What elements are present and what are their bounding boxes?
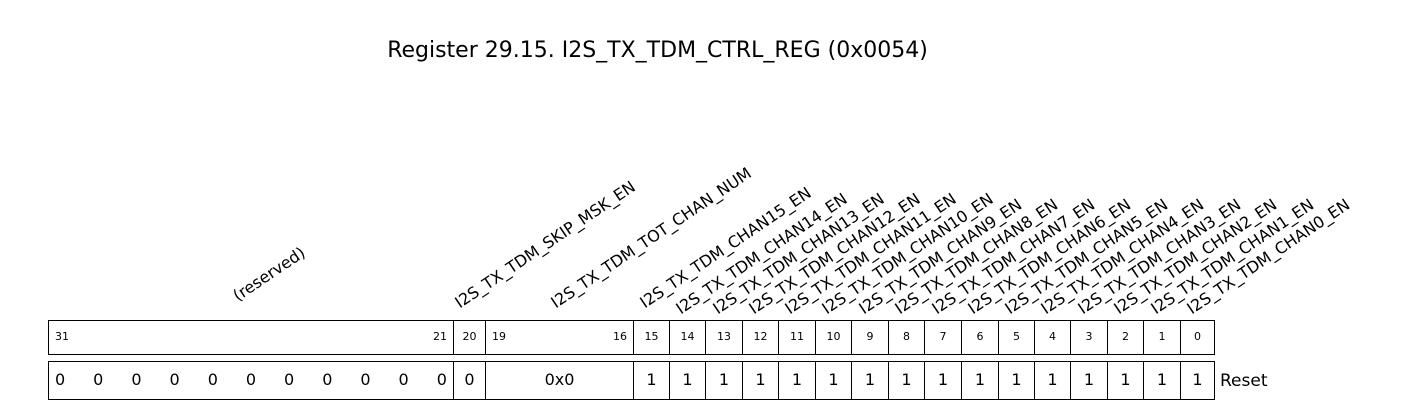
reset-value: 1 xyxy=(864,370,876,389)
bit-number: 1 xyxy=(1158,330,1166,343)
bit-cell: 20 xyxy=(453,321,485,354)
reset-value: 1 xyxy=(646,370,657,389)
reset-value: 1 xyxy=(1047,370,1058,389)
bit-cell: 9 xyxy=(851,321,888,354)
reset-cell: 1 xyxy=(961,362,998,399)
reset-value: 1 xyxy=(1192,370,1203,389)
reset-cell: 1 xyxy=(924,362,961,399)
bit-cell: 3 xyxy=(1070,321,1107,354)
bit-cell: 7 xyxy=(924,321,961,354)
reset-cell: 1 xyxy=(998,362,1034,399)
bit-number-low: 16 xyxy=(613,330,627,343)
reset-value: 1 xyxy=(1011,370,1022,389)
reset-value: 1 xyxy=(1156,370,1168,389)
bit-number: 15 xyxy=(644,330,659,343)
bit-number: 8 xyxy=(903,330,910,343)
reset-value: 1 xyxy=(974,370,986,389)
reset-cell: 1 xyxy=(815,362,851,399)
reset-cell: 1 xyxy=(888,362,924,399)
bit-number-high: 19 xyxy=(492,330,506,343)
bit-cell: 1 xyxy=(1143,321,1180,354)
bit-cell: 31 21 xyxy=(48,321,453,354)
reset-cell: 1 xyxy=(742,362,778,399)
reset-value: 1 xyxy=(718,370,730,389)
reset-cell: 1 xyxy=(1107,362,1143,399)
reset-cell: 1 xyxy=(778,362,815,399)
reset-value: 1 xyxy=(828,370,839,389)
bit-number-low: 21 xyxy=(433,330,447,343)
reset-cell: 1 xyxy=(851,362,888,399)
reset-value: 1 xyxy=(791,370,803,389)
reset-value: 1 xyxy=(682,370,693,389)
bit-number: 14 xyxy=(680,330,695,343)
reset-cell: 1 xyxy=(1034,362,1070,399)
reset-value: 1 xyxy=(937,370,949,389)
reset-cell: 1 xyxy=(1180,362,1215,399)
bit-number: 5 xyxy=(1013,330,1020,343)
bit-number: 6 xyxy=(976,330,984,343)
bit-cell: 12 xyxy=(742,321,778,354)
bit-number: 4 xyxy=(1049,330,1056,343)
reset-cell: 1 xyxy=(669,362,705,399)
bit-cell: 6 xyxy=(961,321,998,354)
reset-value: 0 xyxy=(464,370,475,389)
bit-number-high: 31 xyxy=(55,330,69,343)
field-label: I2S_TX_TDM_SKIP_MSK_EN xyxy=(451,177,639,312)
bit-number: 20 xyxy=(462,330,477,343)
bit-number: 0 xyxy=(1194,330,1201,343)
reset-cell: 1 xyxy=(705,362,742,399)
reset-label: Reset xyxy=(1220,371,1268,391)
bit-number: 3 xyxy=(1085,330,1093,343)
reset-value: 1 xyxy=(901,370,912,389)
bit-cell: 10 xyxy=(815,321,851,354)
reset-value: 0x0 xyxy=(544,370,575,389)
reset-cell: 0 xyxy=(453,362,485,399)
bit-number: 9 xyxy=(866,330,874,343)
bit-cell: 0 xyxy=(1180,321,1215,354)
bit-cell: 2 xyxy=(1107,321,1143,354)
bit-number: 13 xyxy=(717,330,731,343)
bit-number: 7 xyxy=(939,330,947,343)
bit-number: 2 xyxy=(1122,330,1129,343)
reset-cell: 1 xyxy=(1143,362,1180,399)
bit-cell: 13 xyxy=(705,321,742,354)
bit-cell: 15 xyxy=(633,321,669,354)
bit-number: 11 xyxy=(790,330,804,343)
bit-number: 10 xyxy=(826,330,841,343)
register-title: Register 29.15. I2S_TX_TDM_CTRL_REG (0x0… xyxy=(387,38,928,63)
reset-value: 1 xyxy=(1120,370,1131,389)
field-label: (reserved) xyxy=(229,242,309,305)
bit-cell: 14 xyxy=(669,321,705,354)
bit-cell: 8 xyxy=(888,321,924,354)
bit-cell: 4 xyxy=(1034,321,1070,354)
bit-number: 12 xyxy=(753,330,768,343)
reset-value: 1 xyxy=(1083,370,1095,389)
bit-cell: 11 xyxy=(778,321,815,354)
bit-cell: 5 xyxy=(998,321,1034,354)
reset-value: 1 xyxy=(755,370,766,389)
reset-cell: 1 xyxy=(633,362,669,399)
reset-cell: 0x0 xyxy=(485,362,633,399)
reset-cell: 1 xyxy=(1070,362,1107,399)
